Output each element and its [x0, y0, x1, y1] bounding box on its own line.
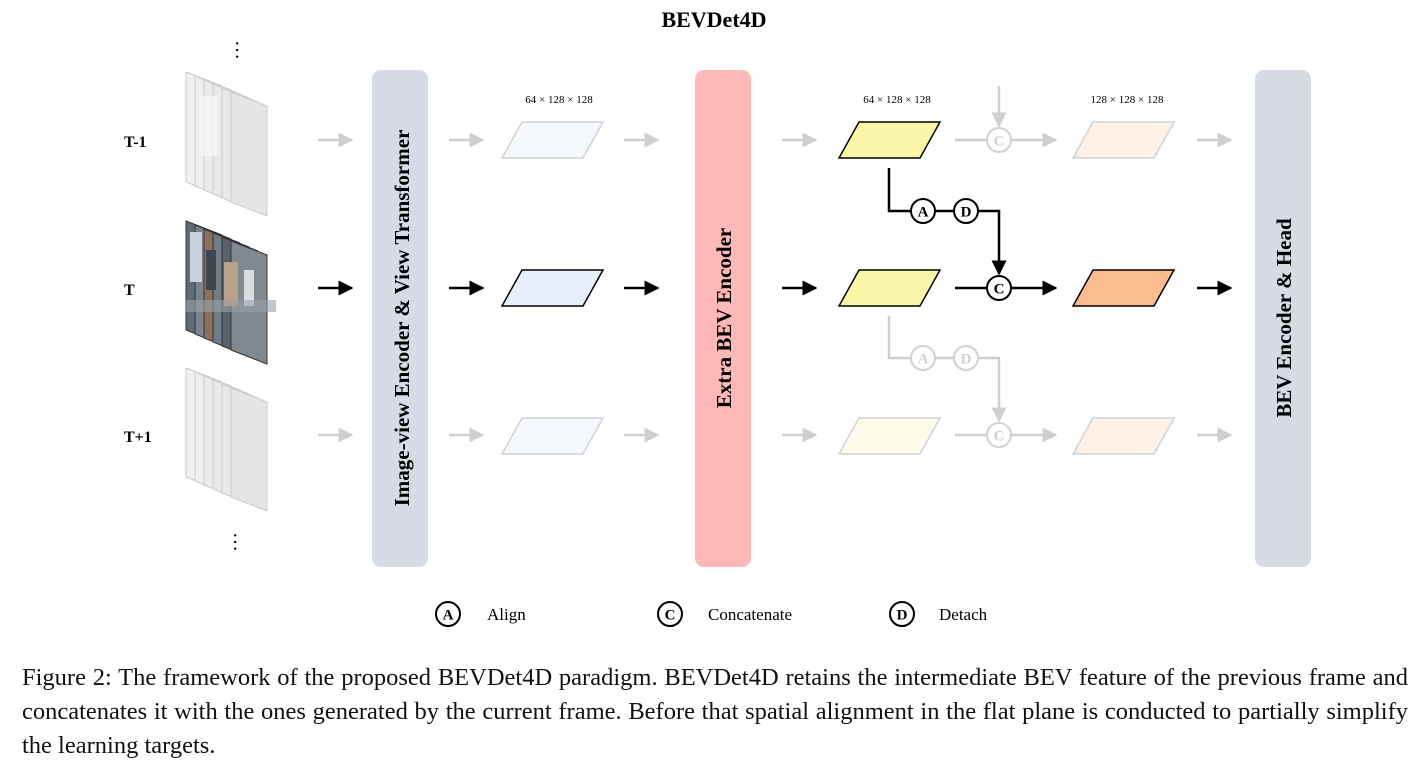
encoder-block-label: Image-view Encoder & View Transformer — [390, 130, 414, 507]
camera-stack-current — [185, 220, 276, 365]
concat-op-circle-next: C — [986, 422, 1012, 448]
diagram-title: BEVDet4D — [661, 7, 766, 32]
concat-op-circle-current: C — [986, 275, 1012, 301]
row-label-current: T — [124, 282, 135, 299]
svg-text:D: D — [961, 205, 972, 221]
ellipsis-top: … — [231, 40, 253, 60]
legend-label-concatenate: Concatenate — [708, 605, 792, 624]
view-feature-current — [500, 269, 605, 307]
bev-encoder-head-label: BEV Encoder & Head — [1272, 218, 1296, 418]
concat-feature-next — [1071, 417, 1176, 455]
dim-label-extra-feature: 64 × 128 × 128 — [863, 94, 931, 106]
legend: A Align C Concatenate D Detach — [435, 601, 988, 627]
concat-feature-current — [1071, 269, 1176, 307]
svg-text:C: C — [994, 134, 1005, 150]
bevdet4d-diagram: BEVDet4D T-1 T T+1 … … — [124, 7, 1311, 627]
legend-item-concatenate: C Concatenate — [657, 601, 792, 627]
dim-label-view-feature: 64 × 128 × 128 — [525, 94, 593, 106]
legend-label-detach: Detach — [939, 605, 988, 624]
svg-text:C: C — [665, 608, 676, 624]
legend-item-detach: D Detach — [889, 601, 988, 627]
camera-stack-prev — [185, 71, 268, 217]
svg-text:C: C — [994, 429, 1005, 445]
svg-text:D: D — [897, 608, 908, 624]
arrows-prev-row — [318, 86, 1233, 148]
svg-text:A: A — [918, 205, 929, 221]
dim-label-concat-feature: 128 × 128 × 128 — [1091, 94, 1164, 106]
align-op-circle: A — [910, 198, 936, 224]
detach-op-circle: D — [953, 198, 979, 224]
encoder-block — [372, 70, 428, 567]
row-label-prev: T-1 — [124, 134, 147, 151]
row-label-next: T+1 — [124, 429, 152, 446]
extra-bev-encoder-label: Extra BEV Encoder — [712, 228, 736, 408]
detach-op-circle-ghost: D — [953, 345, 979, 371]
svg-text:C: C — [994, 282, 1005, 298]
align-op-circle-ghost: A — [910, 345, 936, 371]
svg-text:A: A — [443, 608, 454, 624]
svg-text:D: D — [961, 352, 972, 368]
align-detach-path — [887, 168, 1007, 276]
extra-feature-current — [837, 269, 942, 307]
camera-stack-next — [185, 367, 268, 512]
concat-feature-prev — [1071, 121, 1176, 159]
svg-text:A: A — [918, 352, 929, 368]
figure-caption: Figure 2: The framework of the proposed … — [22, 664, 1408, 759]
legend-item-align: A Align — [435, 601, 526, 627]
legend-label-align: Align — [487, 605, 526, 624]
extra-feature-next — [837, 417, 942, 455]
concat-op-circle-prev: C — [986, 127, 1012, 153]
ellipsis-bottom: … — [229, 532, 251, 552]
view-feature-prev — [500, 121, 605, 159]
view-feature-next — [500, 417, 605, 455]
bev-encoder-head-block — [1255, 70, 1311, 567]
ghost-align-detach-path — [887, 316, 1007, 423]
extra-feature-prev — [837, 121, 942, 159]
extra-bev-encoder-block — [695, 70, 751, 567]
